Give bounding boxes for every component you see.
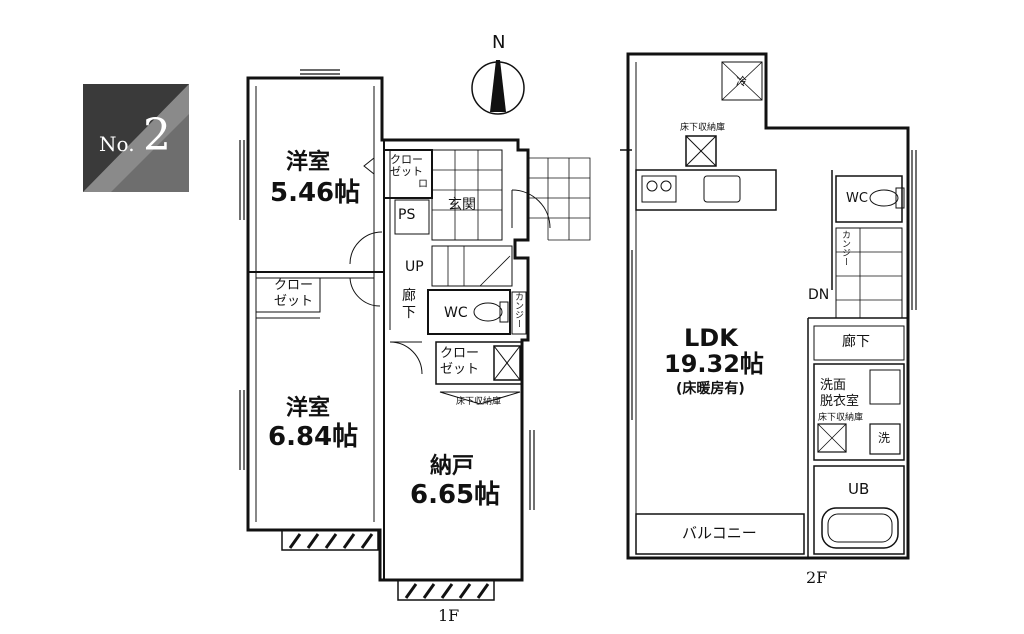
floor1-youshitsu1-name: 洋室 <box>286 150 331 175</box>
floor1-rouka: 廊 下 <box>402 288 416 321</box>
floor1-wc: WC <box>444 305 468 321</box>
floor2-kanzashi: カンジー <box>840 230 850 266</box>
badge-number: 2 <box>143 110 171 161</box>
floor1-closet-top: クロー ゼット <box>390 153 423 179</box>
floor1-closet-mid: クロー ゼット <box>440 346 480 377</box>
floor2-ldk-note: (床暖房有) <box>676 381 745 397</box>
floor1-outer-wall <box>246 76 530 582</box>
floor1-youshitsu2-name: 洋室 <box>286 396 331 421</box>
floor1-youshitsu2-size: 6.84帖 <box>268 422 359 452</box>
floor1-kanzashi: カンジー <box>513 292 523 328</box>
floor1-genkan: 玄関 <box>448 197 476 213</box>
floor2-rouka: 廊下 <box>842 334 870 350</box>
floor2-label: 2F <box>806 568 828 587</box>
floor2-senmen: 洗面 脱衣室 <box>820 378 860 410</box>
floor1-ps: PS <box>398 207 416 223</box>
floor2-fridge-mark: 冷 <box>736 75 747 88</box>
floor1-nando-name: 納戸 <box>430 454 475 479</box>
compass-needle <box>490 60 506 112</box>
floor2-balcony: バルコニー <box>682 524 757 542</box>
floor1-label: 1F <box>438 606 460 625</box>
floor1-underfloor: 床下収納庫 <box>456 397 502 407</box>
plan-number-badge: No. 2 <box>83 84 189 192</box>
floor2-wc: WC <box>846 191 868 206</box>
floor2-dn: DN <box>808 287 830 303</box>
floor1-closet-top-sub: ロ <box>418 179 428 190</box>
floor1-youshitsu1-size: 5.46帖 <box>270 178 361 208</box>
floor2-underfloor-top: 床下収納庫 <box>680 123 726 133</box>
floor2-wash-mark: 洗 <box>878 431 891 445</box>
badge-graphic <box>83 84 189 192</box>
badge-prefix: No. <box>99 132 135 156</box>
floor2-ldk-size: 19.32帖 <box>664 350 764 378</box>
floor2-ub: UB <box>848 480 870 498</box>
floor2-outer-wall <box>626 52 910 560</box>
compass-north-label: N <box>492 32 506 53</box>
floor1-closet-left: クロー ゼット <box>274 278 314 309</box>
floor2-ldk-name: LDK <box>684 324 738 352</box>
floor1-nando-size: 6.65帖 <box>410 480 501 510</box>
floor1-up: UP <box>405 259 424 275</box>
floor2-underfloor-mid: 床下収納庫 <box>818 413 864 423</box>
